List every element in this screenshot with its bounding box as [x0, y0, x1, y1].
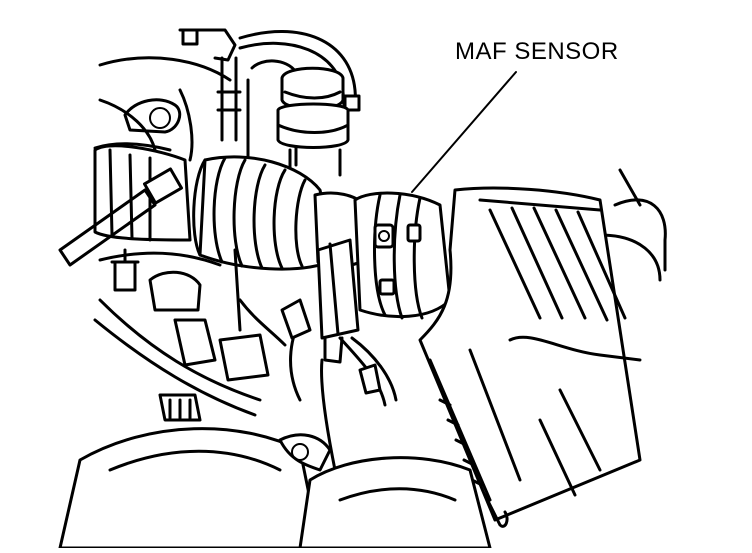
air-filter-housing	[418, 186, 642, 528]
lower-left-components	[93, 248, 270, 422]
maf-sensor-callout-label: MAF SENSOR	[455, 38, 619, 65]
maf-sensor	[316, 191, 452, 364]
wiring-harness	[238, 298, 398, 472]
intake-duct-left	[58, 144, 192, 267]
callout-leader-line	[411, 71, 517, 193]
vacuum-hose	[178, 28, 361, 142]
lower-duct	[58, 427, 492, 550]
reservoir-cap	[276, 66, 350, 177]
